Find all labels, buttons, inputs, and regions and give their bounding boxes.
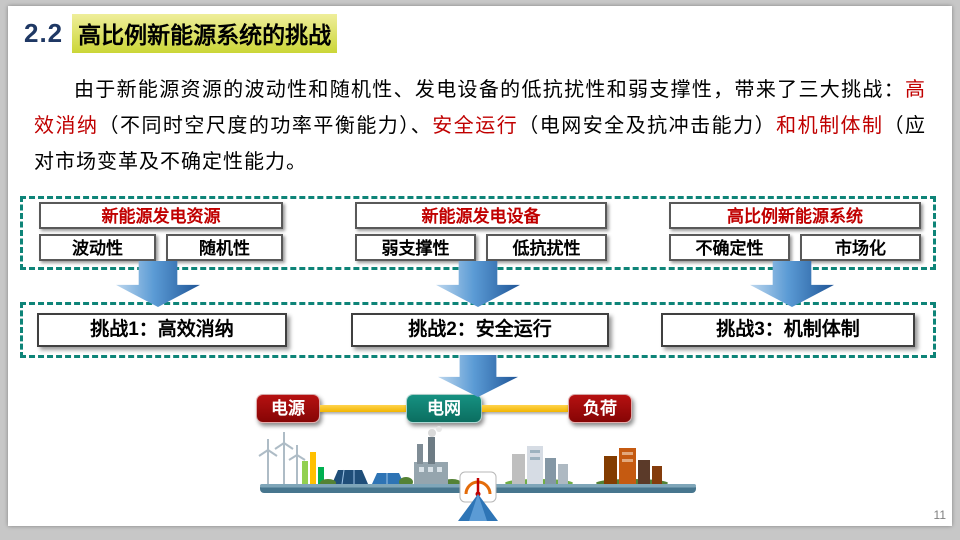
power-source-node: 电源 [256,394,320,423]
resource-item: 随机性 [166,234,283,261]
page-number: 11 [933,508,946,522]
paragraph-segment: （电网安全及抗冲击能力） [518,115,777,137]
resource-group-devices: 新能源发电设备 弱支撑性 低抗扰性 [355,202,607,261]
resource-group-resources: 新能源发电资源 波动性 随机性 [39,202,283,261]
section-number: 2.2 [24,18,64,48]
power-grid-node: 电网 [406,394,482,423]
page-title: 高比例新能源系统的挑战 [72,14,338,53]
power-balance-illustration [254,424,702,524]
paragraph-segment-highlight: 高效消纳 [34,79,926,137]
challenge-box: 挑战1：高效消纳 [37,313,287,347]
slide: 2.2 高比例新能源系统的挑战 由于新能源资源的波动性和随机性、发电设备的低抗扰… [8,6,952,526]
resource-group-title: 新能源发电设备 [355,202,607,229]
wind-turbine-icon [258,432,306,484]
connector-line [320,405,406,412]
resource-items: 不确定性 市场化 [669,234,921,261]
city-buildings-dark-icon [596,448,668,487]
challenges-panel: 挑战1：高效消纳 挑战2：安全运行 挑战3：机制体制 [20,302,936,358]
resource-items: 波动性 随机性 [39,234,283,261]
paragraph-segment: （不同时空尺度的功率平衡能力）、 [98,115,433,137]
balance-node-row: 电源 电网 负荷 [256,394,632,423]
resource-item: 波动性 [39,234,156,261]
solar-panel-icon [332,469,404,485]
resource-group-title: 高比例新能源系统 [669,202,921,229]
resources-panel: 新能源发电资源 波动性 随机性 新能源发电设备 弱支撑性 低抗扰性 高比例新能源… [20,196,936,270]
challenge-box: 挑战2：安全运行 [351,313,609,347]
load-node: 负荷 [568,394,632,423]
resource-item: 不确定性 [669,234,790,261]
energy-bars-icon [302,452,324,484]
paragraph-segment: （应对市场变革及不确定性能力。 [34,115,927,173]
resource-group-system: 高比例新能源系统 不确定性 市场化 [669,202,921,261]
slide-header: 2.2 高比例新能源系统的挑战 [24,14,338,53]
resource-group-title: 新能源发电资源 [39,202,283,229]
resource-item: 市场化 [800,234,921,261]
factory-icon [414,426,448,484]
paragraph-segment-highlight: 安全运行 [432,115,519,137]
challenge-box: 挑战3：机制体制 [661,313,915,347]
down-arrow-icon [438,355,518,397]
paragraph-segment: 由于新能源资源的波动性和随机性、发电设备的低抗扰性和弱支撑性，带来了三大挑战： [74,79,905,101]
connector-line [482,405,568,412]
paragraph-segment-highlight: 和机制体制 [776,115,884,137]
city-buildings-icon [505,446,573,487]
intro-paragraph: 由于新能源资源的波动性和随机性、发电设备的低抗扰性和弱支撑性，带来了三大挑战：高… [34,72,926,180]
fulcrum-icon [458,494,498,521]
resource-item: 弱支撑性 [355,234,476,261]
resource-item: 低抗扰性 [486,234,607,261]
resource-items: 弱支撑性 低抗扰性 [355,234,607,261]
